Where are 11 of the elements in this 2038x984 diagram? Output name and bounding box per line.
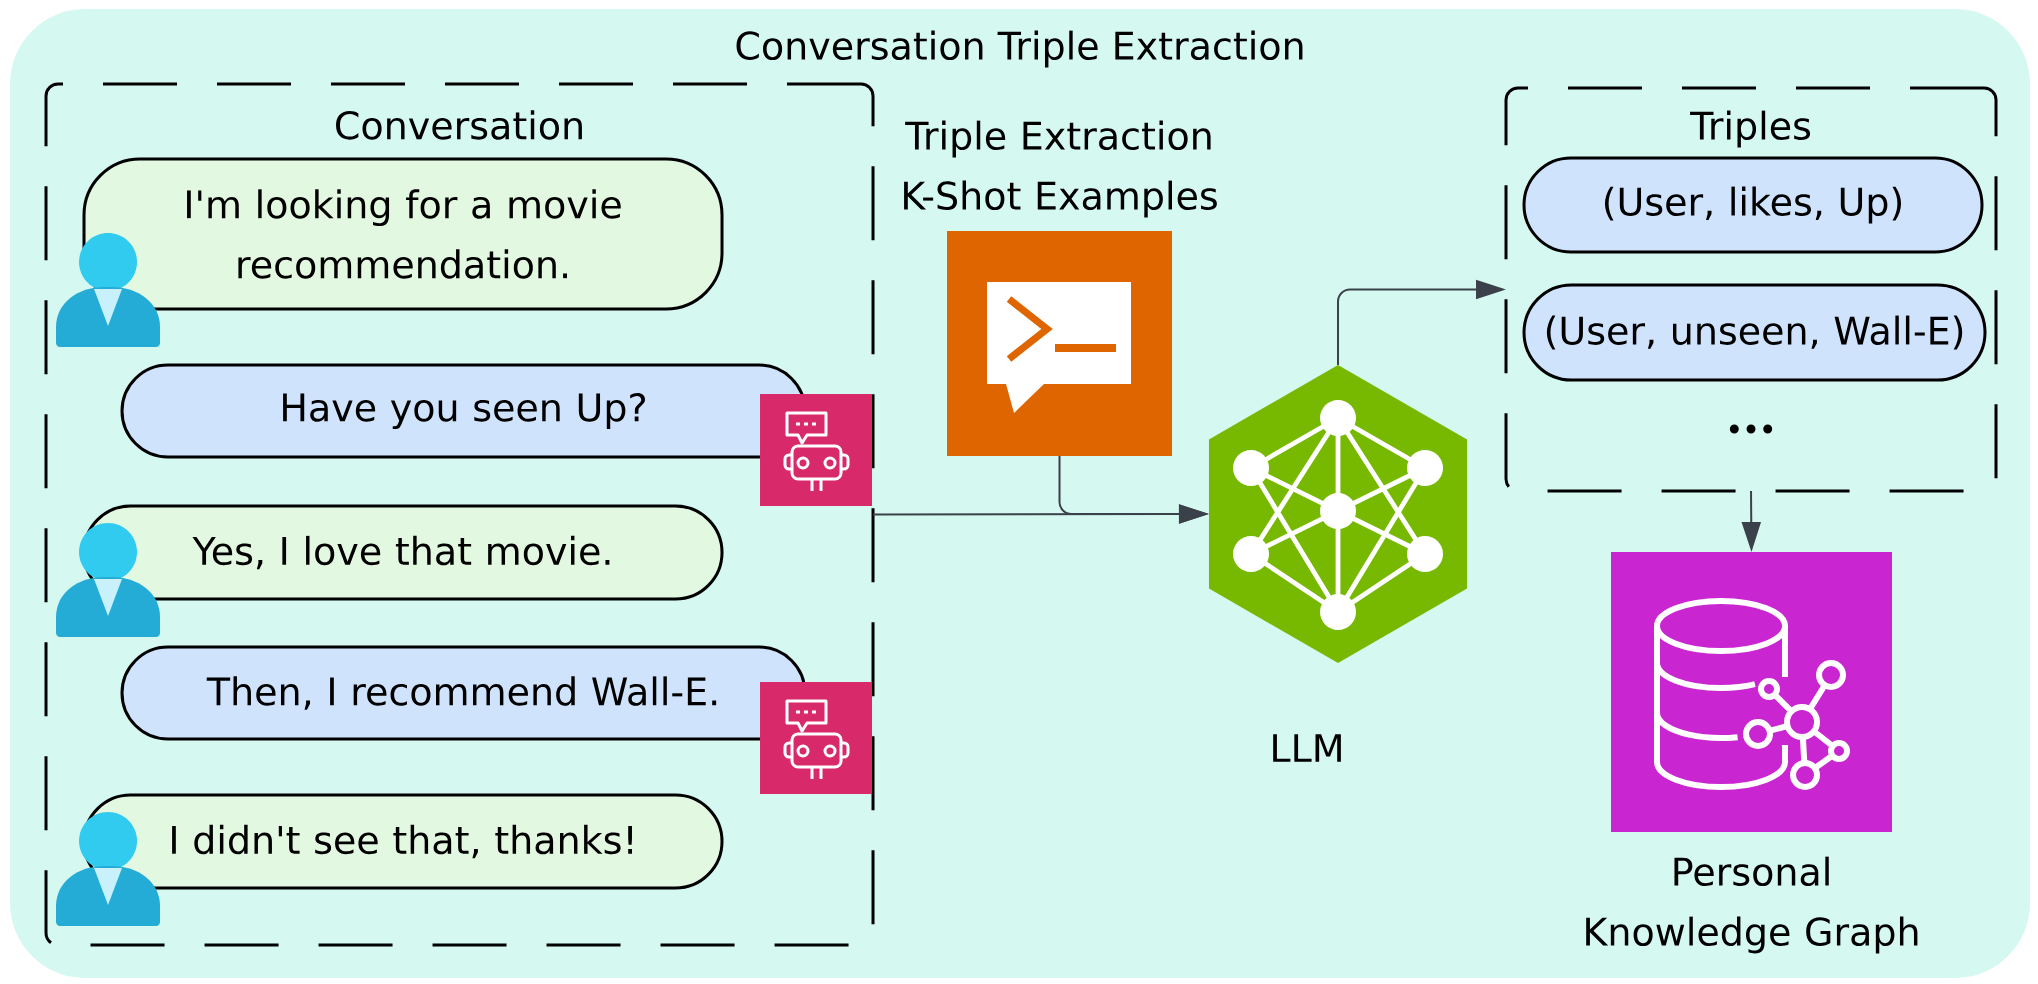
message-bubble: I'm looking for a movie recommendation. [82,157,724,311]
node-label: Triple Extraction K-Shot Examples [904,120,1217,218]
node-label: Personal Knowledge Graph [1586,856,1918,954]
message-bubble: I didn't see that, thanks! [82,793,724,890]
message-bubble: Then, I recommend Wall-E. [120,645,807,741]
ellipsis: ... [1729,424,1773,434]
triple-box: (User, likes, Up) [1522,156,1984,254]
node-label: LLM [1273,734,1341,762]
triple-box: (User, unseen, Wall-E) [1522,283,1987,382]
message-bubble: Have you seen Up? [120,363,807,459]
message-bubble: Yes, I love that movie. [82,504,724,601]
